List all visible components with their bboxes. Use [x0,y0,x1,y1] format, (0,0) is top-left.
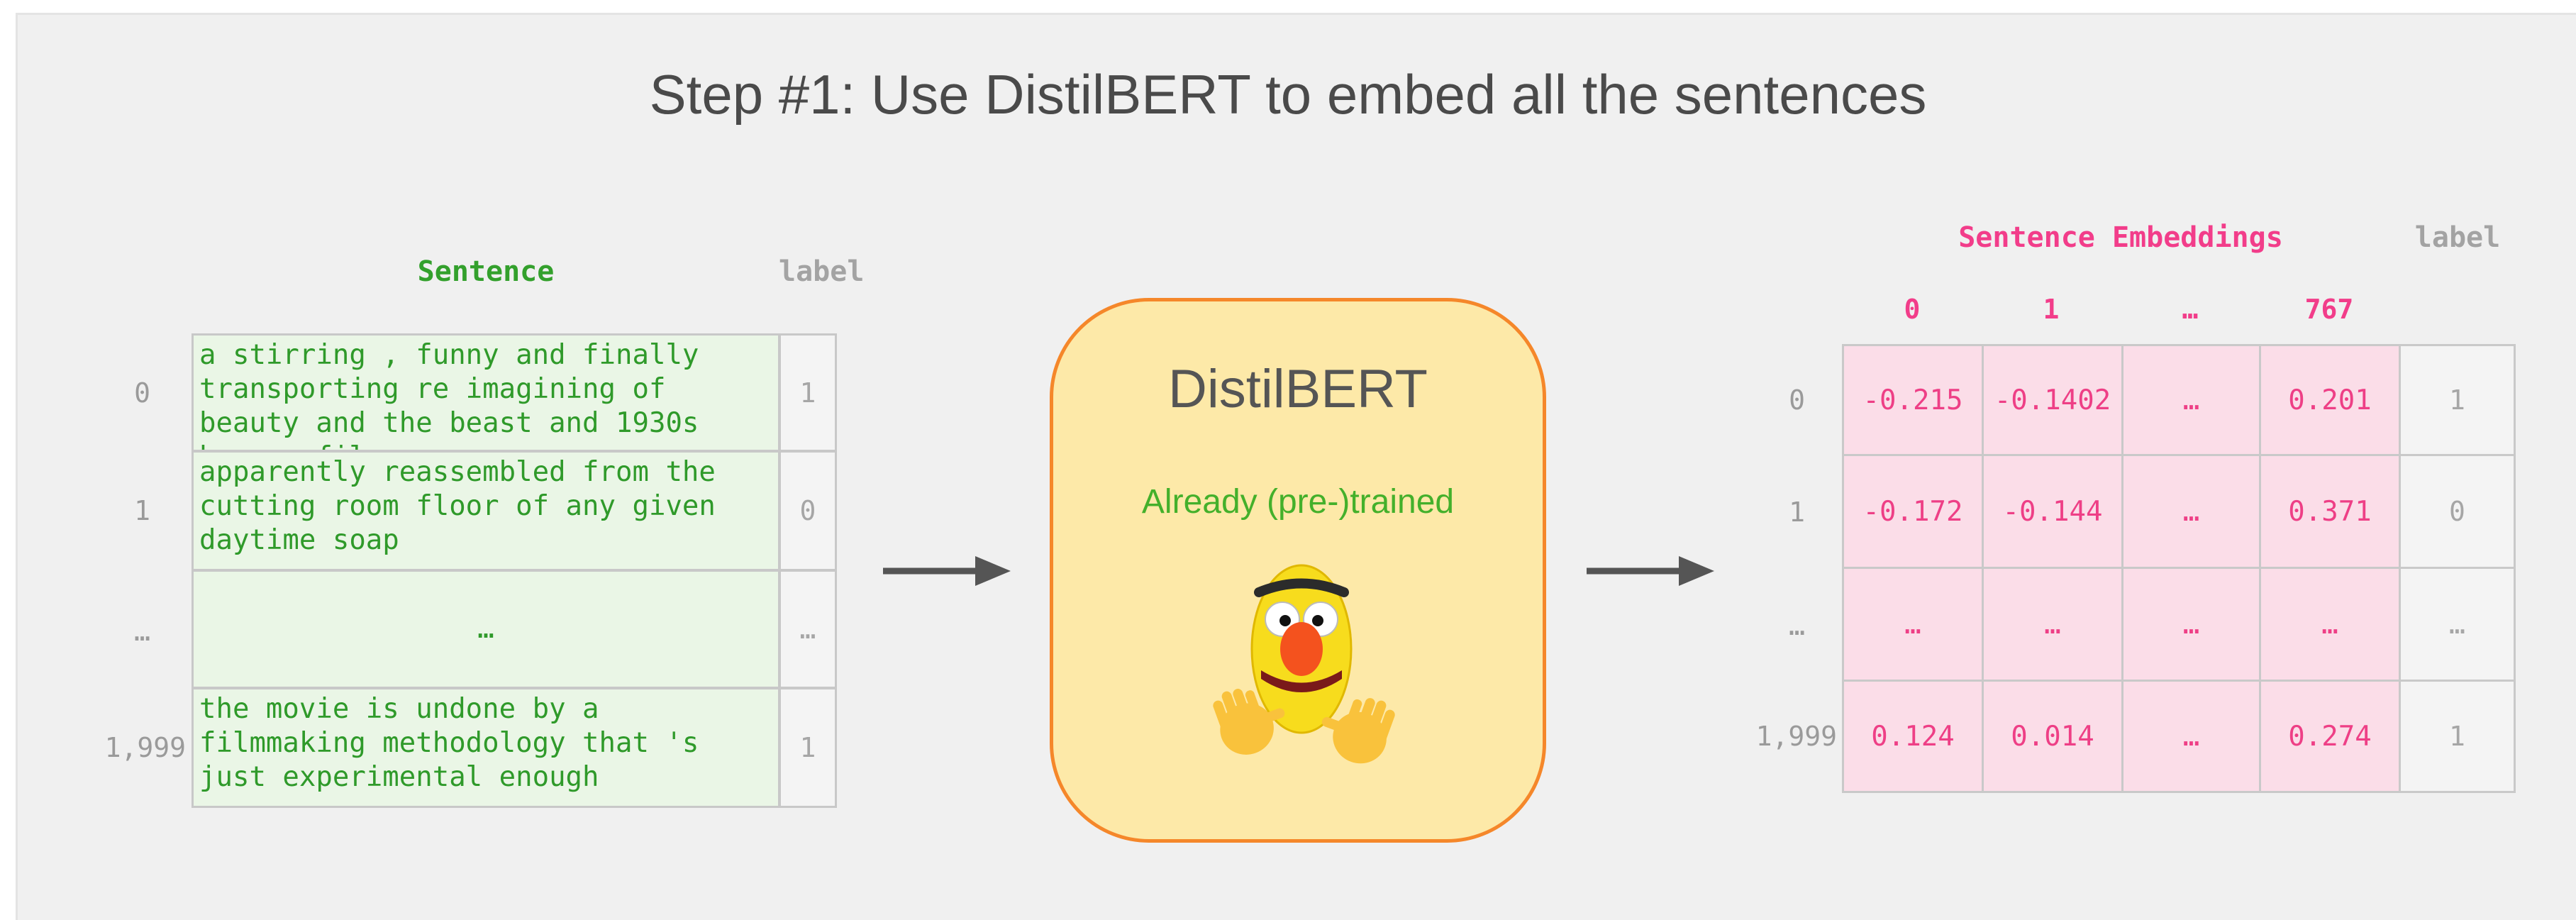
embedding-value-cell: … [2121,344,2261,456]
label-column-header-right: label [2414,221,2501,254]
arrow-right-icon [883,556,1011,586]
label-cell: 1 [779,333,837,452]
embedding-value-cell: 0.124 [1842,680,1984,793]
sentence-cell: apparently reassembled from the cutting … [191,450,780,571]
embedding-value-cell: -0.172 [1842,454,1984,569]
label-cell: … [2399,567,2516,682]
row-index: … [1789,610,1805,641]
embedding-value-cell: … [1842,567,1984,682]
row-index: 1 [134,495,150,526]
arrow-right-icon [1587,556,1714,586]
row-index: … [134,616,150,647]
embedding-column-header: 1 [2043,294,2060,325]
label-column-header-left: label [779,255,865,288]
row-index: 0 [1789,384,1805,416]
embedding-value-cell: 0.274 [2259,680,2401,793]
embedding-value-cell: … [2121,454,2261,569]
embedding-column-header: 0 [1904,294,1921,325]
embedding-value-cell: … [2121,567,2261,682]
embedding-value-cell: -0.215 [1842,344,1984,456]
embedding-value-cell: … [1982,567,2123,682]
embeddings-header: Sentence Embeddings [1958,221,2283,254]
embedding-value-cell: 0.201 [2259,344,2401,456]
embedding-value-cell: 0.371 [2259,454,2401,569]
sentence-column-header: Sentence [417,255,555,288]
row-index: 1 [1789,497,1805,528]
model-name: DistilBERT [1168,359,1428,419]
embedding-value-cell: -0.1402 [1982,344,2123,456]
label-cell: 1 [779,687,837,808]
diagram-title: Step #1: Use DistilBERT to embed all the… [649,63,1927,126]
bert-muppet-icon [1213,564,1395,764]
row-index: 0 [134,377,150,409]
row-index: 1,999 [1755,721,1837,752]
embedding-value-cell: … [2121,680,2261,793]
label-cell: 0 [2399,454,2516,569]
embedding-column-header: … [2182,294,2199,325]
label-cell: … [779,570,837,689]
embedding-value-cell: … [2259,567,2401,682]
model-subtitle: Already (pre-)trained [1141,483,1455,521]
embedding-column-header: 767 [2304,294,2354,325]
row-index: 1,999 [104,732,186,763]
sentence-cell: a stirring , funny and finally transport… [191,333,780,452]
label-cell: 1 [2399,680,2516,793]
label-cell: 0 [779,450,837,571]
embedding-value-cell: -0.144 [1982,454,2123,569]
distilbert-model-box: DistilBERT Already (pre-)trained [1050,298,1546,843]
sentence-cell: … [191,570,780,689]
sentence-cell: the movie is undone by a filmmaking meth… [191,687,780,808]
label-cell: 1 [2399,344,2516,456]
embedding-value-cell: 0.014 [1982,680,2123,793]
